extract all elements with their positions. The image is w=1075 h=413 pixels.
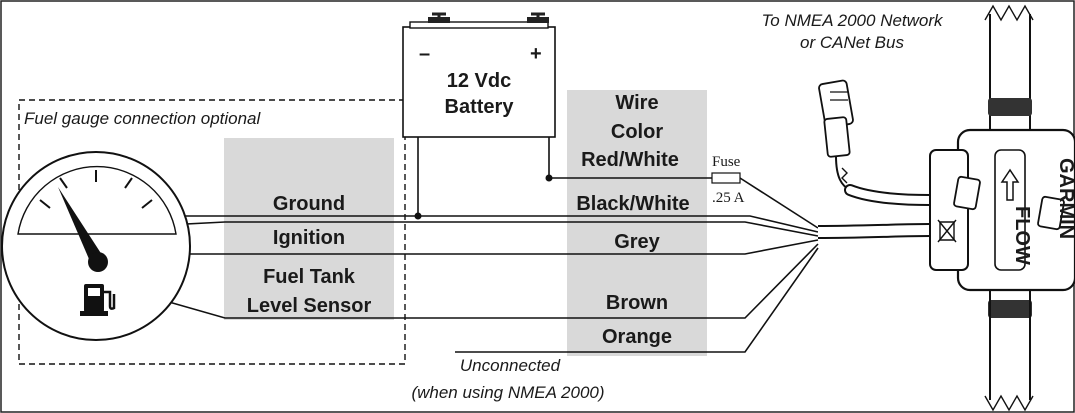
fuel-pump-icon [80,284,116,316]
fuel-flow-sensor: FLOW GARMIN [929,4,1075,412]
gauge-hub [88,252,108,272]
signal-ground: Ground [273,193,345,215]
gauge-dial [17,165,177,235]
disposal-warning-icon [937,219,957,243]
battery-voltage: 12 Vdc [447,70,511,92]
wires [68,137,819,353]
nmea-connector [818,79,854,191]
wire-header-2: Color [611,121,663,143]
wire-color-red-white: Red/White [581,149,679,171]
unconnected-label-1: Unconnected [460,356,561,375]
wire-color-grey: Grey [614,231,660,253]
wire-color-column [567,90,707,356]
signal-ignition: Ignition [273,227,345,249]
fuel-gauge [1,151,191,341]
battery-lid [409,21,549,29]
sensor-flow-label: FLOW [1011,206,1033,265]
wire-color-brown: Brown [606,292,668,314]
fuel-hose-bottom [989,290,1031,400]
wire-header-1: Wire [615,92,658,114]
gauge-box-caption: Fuel gauge connection optional [24,109,262,128]
battery: – + 12 Vdc Battery [402,12,556,138]
wire-red-white [739,177,819,229]
battery-neg-sign: – [419,43,430,65]
battery-terminal-pos [527,17,549,23]
battery-terminal-neg [428,17,450,23]
hose-clamp-bottom [988,300,1032,318]
wire-level-sensor [147,243,819,319]
hose-clamp-top [988,98,1032,116]
wire-orange [455,247,819,353]
battery-terminal-bolts [432,12,545,19]
wire-grey [120,239,819,255]
signal-label-block [224,138,394,320]
wire-ground [69,215,819,233]
network-label-1: To NMEA 2000 Network [761,11,944,30]
fuse-rating: .25 A [712,190,745,206]
wire-color-orange: Orange [602,326,672,348]
unconnected-label-2: (when using NMEA 2000) [411,383,604,402]
signal-level-2: Level Sensor [247,295,372,317]
battery-pos-sign: + [530,43,542,65]
sensor-brand: GARMIN [1055,158,1075,239]
network-label-2: or CANet Bus [800,33,904,52]
battery-body [402,26,556,138]
sensor-side-housing [929,149,969,271]
flow-arrow-icon [1000,168,1020,201]
junction-positive [545,174,553,182]
wire-color-black-white: Black/White [576,193,689,215]
gauge-ticks [39,170,153,209]
signal-level-1: Fuel Tank [263,266,356,288]
gauge-needle [58,187,104,266]
battery-name: Battery [445,96,515,118]
gauge-optional-box [18,99,406,365]
fuse-label: Fuse [712,154,741,170]
fuse-symbol [711,172,741,184]
